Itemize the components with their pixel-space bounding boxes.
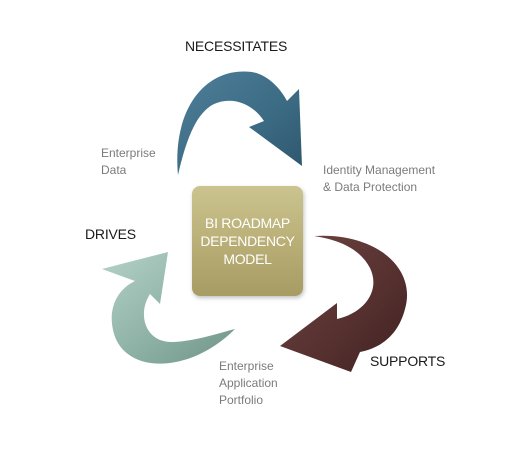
center-title-line: BI ROADMAP [205,215,290,231]
center-box: BI ROADMAP DEPENDENCY MODEL [192,186,303,296]
supports-label: SUPPORTS [370,353,446,369]
node-label-line: Data [101,163,127,177]
node-label-line: Identity Management [323,163,436,177]
node-label-line: Enterprise [219,359,274,373]
drives-arrow [102,252,235,364]
supports-arrow [280,235,408,372]
center-title-line: DEPENDENCY [200,233,295,249]
node-label-line: Portfolio [219,393,264,407]
necessitates-label: NECESSITATES [185,38,288,54]
application-portfolio-label: Enterprise Application Portfolio [219,358,278,409]
identity-management-label: Identity Management & Data Protection [323,162,435,196]
center-title: BI ROADMAP DEPENDENCY MODEL [200,214,295,268]
node-label-line: Enterprise [101,146,156,160]
necessitates-arrow [177,71,302,175]
drives-label: DRIVES [85,226,136,242]
node-label-line: Application [219,376,278,390]
enterprise-data-label: Enterprise Data [101,145,156,179]
node-label-line: & Data Protection [323,180,418,194]
center-title-line: MODEL [223,251,272,267]
